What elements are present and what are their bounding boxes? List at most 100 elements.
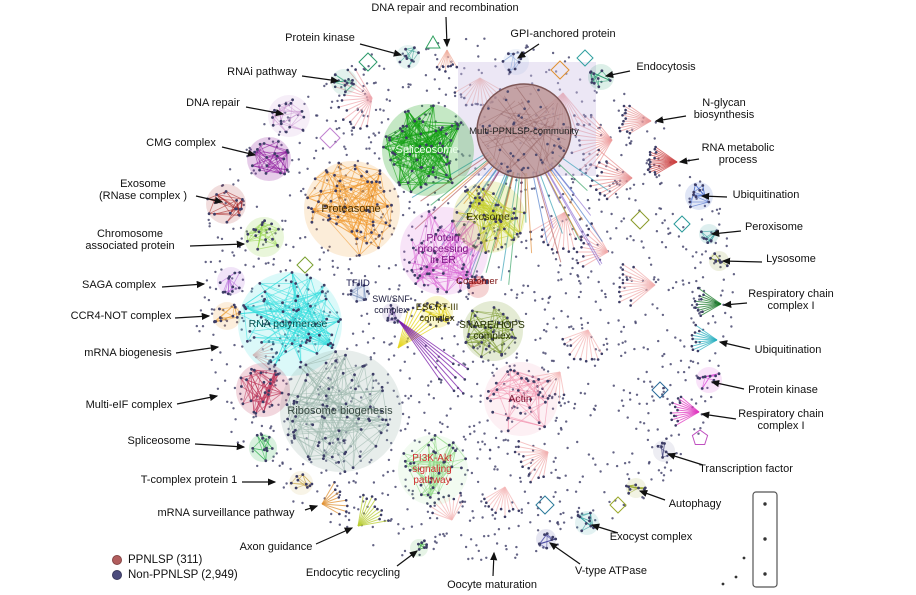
cluster-lysosome-cluster xyxy=(709,251,729,271)
ppnlsp-label: PPNLSP (311) xyxy=(128,554,203,566)
annotation-label: Respiratory chain xyxy=(738,408,824,420)
fan xyxy=(333,68,373,130)
annotation-label: Spliceosome xyxy=(128,435,191,447)
annotation-dna-repair: DNA repair xyxy=(186,97,285,117)
cluster-label-pi3k-akt: pathway xyxy=(413,475,450,486)
annotation-transcription-factor: Transcription factor xyxy=(666,452,793,475)
annotation-t-complex-protein-1: T-complex protein 1 xyxy=(141,474,277,486)
fan xyxy=(575,222,609,268)
annotation-mrna-surveillance-pathway: mRNA surveillance pathway xyxy=(158,504,319,519)
annotation-arrow xyxy=(189,240,246,248)
annotation-label: complex I xyxy=(767,300,814,312)
annotation-label: Protein kinase xyxy=(285,32,355,44)
fan xyxy=(483,486,521,519)
annotation-spliceosome-left: Spliceosome xyxy=(128,435,246,451)
annotation-label: CMG complex xyxy=(146,137,216,149)
annotation-oocyte-maturation: Oocyte maturation xyxy=(447,551,537,591)
polygon-decoration xyxy=(535,495,555,515)
cluster-spliceosome: Spliceosome xyxy=(382,104,474,196)
annotation-label: DNA repair xyxy=(186,97,240,109)
annotation-peroxisome: Peroxisome xyxy=(710,221,803,237)
annotation-dna-repair-recombination: DNA repair and recombination xyxy=(371,2,519,48)
annotation-label: associated protein xyxy=(85,240,174,252)
cluster-label-exosome: Exosome xyxy=(466,211,510,223)
scale-dot xyxy=(763,502,767,506)
annotation-label: (RNase complex ) xyxy=(99,190,187,202)
annotation-label: RNAi pathway xyxy=(227,66,297,78)
annotation-label: mRNA biogenesis xyxy=(84,347,172,359)
polygon-decoration xyxy=(550,60,570,80)
annotation-mrna-biogenesis: mRNA biogenesis xyxy=(84,344,220,359)
cluster-label-coatomer: Coatomer xyxy=(456,276,498,287)
annotation-label: N-glycan xyxy=(702,97,745,109)
cluster-tfiid: TFIID xyxy=(346,278,370,303)
cluster-t-complex-cluster xyxy=(289,471,314,495)
cluster-rnai-cluster xyxy=(331,69,357,95)
annotation-arrow xyxy=(700,411,737,420)
annotation-arrow xyxy=(315,527,354,545)
annotation-arrow xyxy=(194,442,246,451)
annotation-axon-guidance: Axon guidance xyxy=(240,527,354,553)
fan xyxy=(669,395,700,427)
fan xyxy=(693,286,722,318)
annotation-arrow xyxy=(638,490,666,501)
annotation-arrow xyxy=(722,300,748,308)
community: Multi-PPNLSP-community xyxy=(469,83,579,179)
annotation-label: Exocyst complex xyxy=(610,531,693,543)
annotation-ubiquitination-1: Ubiquitination xyxy=(700,189,800,201)
annotation-label: GPI-anchored protein xyxy=(510,28,615,40)
fan xyxy=(513,440,549,484)
annotation-rnai-pathway: RNAi pathway xyxy=(227,66,340,84)
cluster-label-ribosome-biogenesis: Ribosome biogenesis xyxy=(287,405,393,417)
annotation-label: T-complex protein 1 xyxy=(141,474,238,486)
annotation-label: V-type ATPase xyxy=(575,565,647,577)
cluster-label-spliceosome: Spliceosome xyxy=(396,144,459,156)
cluster-label-pi3k-akt: PI3K-Akt xyxy=(412,453,452,464)
annotation-arrow xyxy=(517,43,540,59)
fan xyxy=(429,491,464,521)
annotation-label: Endocytic recycling xyxy=(306,567,400,579)
cluster-label-snare-hops: complex xyxy=(473,331,510,342)
annotation-protein-kinase-right: Protein kinase xyxy=(710,380,818,396)
annotation-gpi-anchored: GPI-anchored protein xyxy=(510,28,616,59)
polygon-decoration xyxy=(296,256,314,274)
polygon-decoration xyxy=(630,210,650,230)
cluster-cmg-cluster xyxy=(247,137,291,181)
cluster-proteasome: Proteasome xyxy=(304,161,400,257)
cluster-label-pi3k-akt: signaling xyxy=(412,464,451,475)
polygon-decoration xyxy=(673,215,691,233)
non-ppnlsp-label: Non-PPNLSP (2,949) xyxy=(128,569,238,581)
legend-item: Non-PPNLSP (2,949) xyxy=(112,569,238,581)
fan xyxy=(397,319,470,395)
annotation-arrow xyxy=(666,452,704,466)
annotation-label: complex I xyxy=(757,420,804,432)
annotation-label: Ubiquitination xyxy=(733,189,800,201)
annotation-multi-eif-complex: Multi-eIF complex xyxy=(86,393,219,411)
annotation-arrow xyxy=(549,542,581,565)
ppnlsp-dot xyxy=(112,555,122,565)
cluster-endocytosis-cluster xyxy=(588,64,614,90)
annotation-arrow xyxy=(245,106,285,117)
cluster-exocyst-cluster xyxy=(575,511,599,535)
cluster-label-rna-polymerase: RNA polymerase xyxy=(249,318,328,330)
annotation-label: Ubiquitination xyxy=(755,344,822,356)
fan xyxy=(618,104,652,135)
annotation-autophagy: Autophagy xyxy=(638,490,722,510)
annotation-arrow xyxy=(654,115,687,124)
fan xyxy=(357,493,390,527)
legend-item: PPNLSP (311) xyxy=(112,554,238,566)
cluster-label-swi-snf: complex xyxy=(374,305,408,315)
cluster-chromosome-associated-cluster xyxy=(244,217,284,257)
annotation-arrow xyxy=(721,257,763,265)
annotation-protein-kinase-top: Protein kinase xyxy=(285,32,403,57)
annotation-label: Peroxisome xyxy=(745,221,803,233)
